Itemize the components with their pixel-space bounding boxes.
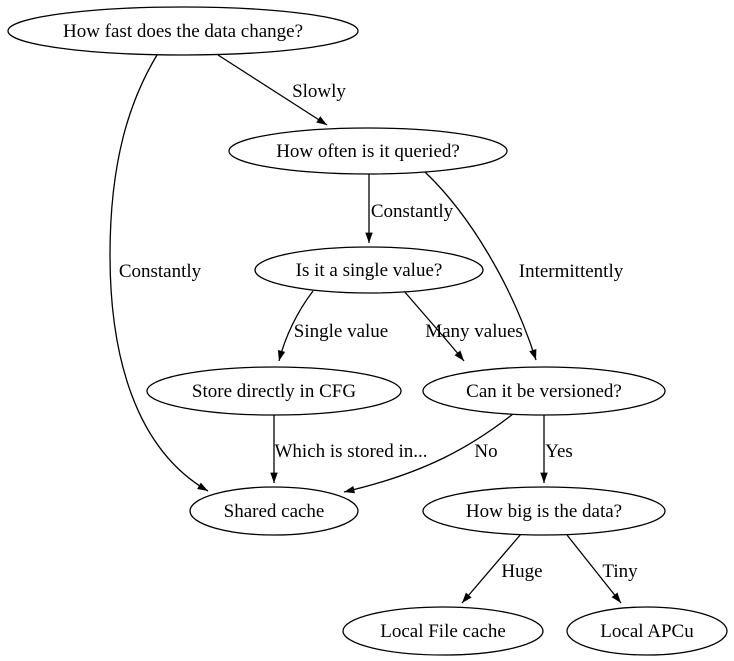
node-is-single-value-shape (254, 246, 484, 294)
node-can-it-be-versioned-label: Can it be versioned? (466, 381, 622, 402)
node-store-directly-cfg: Store directly in CFG (146, 366, 402, 416)
edge-label-store-directly-cfg-to-shared-cache: Which is stored in... (274, 441, 427, 462)
edge-how-often-queried-to-can-it-be-versioned (424, 171, 537, 361)
edge-label-how-big-is-data-to-local-apcu: Tiny (602, 561, 638, 582)
node-shared-cache-shape (189, 486, 359, 536)
edge-label-how-often-queried-to-is-single-value: Constantly (371, 201, 454, 222)
edge-how-fast-does-data-change-to-shared-cache (109, 54, 209, 492)
node-shared-cache-label: Shared cache (224, 501, 325, 522)
edge-label-can-it-be-versioned-to-how-big-is-data: Yes (545, 441, 573, 462)
node-local-file-cache-shape (342, 606, 544, 656)
node-how-often-queried: How often is it queried? (228, 127, 508, 175)
node-how-big-is-data-label: How big is the data? (466, 501, 622, 522)
node-local-apcu-shape (566, 606, 728, 656)
edge-can-it-be-versioned-to-shared-cache (343, 413, 514, 494)
node-how-often-queried-shape (228, 127, 508, 175)
node-local-file-cache-label: Local File cache (380, 621, 506, 642)
node-local-file-cache: Local File cache (342, 606, 544, 656)
node-how-often-queried-label: How often is it queried? (276, 141, 460, 162)
edge-how-fast-does-data-change-to-how-often-queried (217, 54, 328, 126)
edge-label-how-big-is-data-to-local-file-cache: Huge (501, 561, 542, 582)
node-how-big-is-data-shape (422, 486, 666, 536)
edge-how-big-is-data-to-local-apcu (566, 534, 622, 604)
node-local-apcu-label: Local APCu (600, 621, 694, 642)
edge-label-is-single-value-to-can-it-be-versioned: Many values (425, 321, 523, 342)
edge-is-single-value-to-can-it-be-versioned (403, 290, 465, 362)
edge-label-how-fast-does-data-change-to-shared-cache: Constantly (119, 261, 202, 282)
node-store-directly-cfg-shape (146, 366, 402, 416)
node-shared-cache: Shared cache (189, 486, 359, 536)
edge-label-can-it-be-versioned-to-shared-cache: No (474, 441, 497, 462)
node-store-directly-cfg-label: Store directly in CFG (192, 381, 356, 402)
node-can-it-be-versioned: Can it be versioned? (422, 366, 666, 416)
nodes-layer: How fast does the data change? How often … (7, 6, 728, 656)
edge-label-how-fast-does-data-change-to-how-often-queried: Slowly (292, 81, 346, 102)
edge-how-big-is-data-to-local-file-cache (461, 533, 522, 604)
edge-is-single-value-to-store-directly-cfg (277, 290, 314, 362)
node-local-apcu: Local APCu (566, 606, 728, 656)
edge-label-is-single-value-to-store-directly-cfg: Single value (294, 321, 388, 342)
node-how-big-is-data: How big is the data? (422, 486, 666, 536)
edges-layer: SlowlyConstantlyConstantlyIntermittently… (109, 54, 638, 604)
node-how-fast-does-data-change-label: How fast does the data change? (63, 21, 303, 42)
node-can-it-be-versioned-shape (422, 366, 666, 416)
node-how-fast-does-data-change-shape (7, 6, 359, 56)
node-how-fast-does-data-change: How fast does the data change? (7, 6, 359, 56)
node-is-single-value: Is it a single value? (254, 246, 484, 294)
edge-label-how-often-queried-to-can-it-be-versioned: Intermittently (519, 261, 624, 282)
node-is-single-value-label: Is it a single value? (296, 260, 443, 281)
